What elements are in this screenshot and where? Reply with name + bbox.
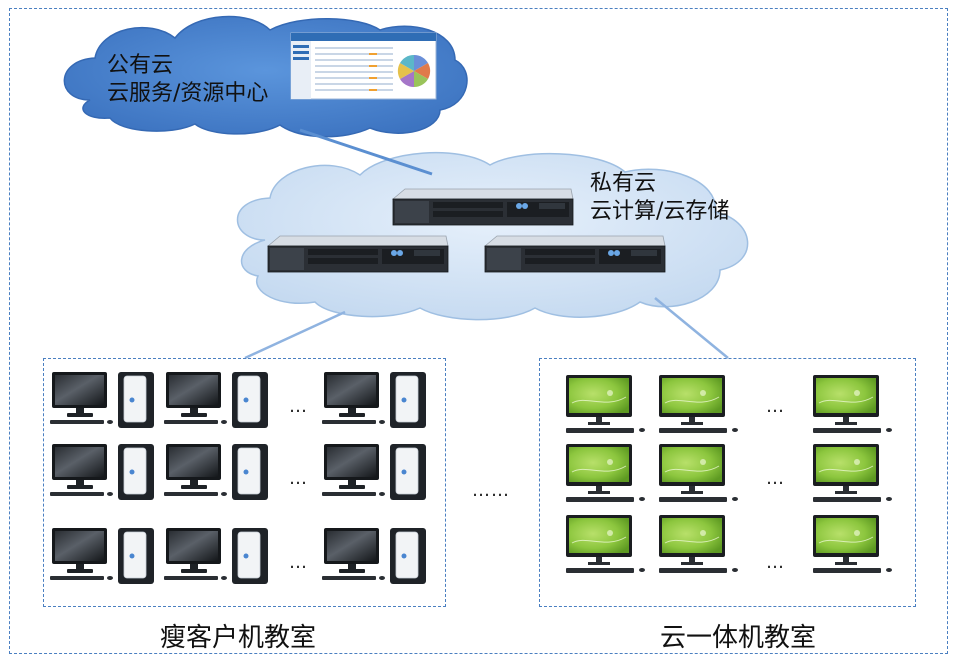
thin-row2-ellipsis: … bbox=[289, 468, 308, 489]
all-in-one-room-caption: 云一体机教室 bbox=[660, 623, 817, 653]
all-in-one-pc-icon bbox=[658, 374, 739, 434]
all-in-one-pc-icon bbox=[565, 374, 646, 434]
all-in-one-pc-icon bbox=[812, 443, 893, 503]
between-rooms-ellipsis: …… bbox=[472, 480, 510, 501]
all-in-one-pc-icon bbox=[658, 443, 739, 503]
thin-row3-ellipsis: … bbox=[289, 552, 308, 573]
outer-frame bbox=[9, 8, 948, 654]
public-cloud-subtitle: 云服务/资源中心 bbox=[107, 81, 269, 106]
all-in-one-pc-icon bbox=[812, 374, 893, 434]
private-cloud-subtitle: 云计算/云存储 bbox=[590, 199, 730, 224]
thin-client-room bbox=[43, 358, 446, 607]
connector-private-allinone bbox=[654, 297, 729, 359]
aio-row2-ellipsis: … bbox=[766, 468, 785, 489]
private-cloud-title: 私有云 bbox=[590, 171, 657, 196]
private-cloud-shape bbox=[236, 151, 749, 321]
public-cloud-title: 公有云 bbox=[107, 53, 174, 78]
dashboard-screenshot-icon bbox=[290, 32, 437, 100]
all-in-one-room bbox=[539, 358, 916, 607]
aio-row3-ellipsis: … bbox=[766, 552, 785, 573]
all-in-one-pc-icon bbox=[565, 514, 646, 574]
connector-private-thinclient bbox=[244, 310, 346, 360]
all-in-one-pc-icon bbox=[565, 443, 646, 503]
all-in-one-pc-icon bbox=[812, 514, 893, 574]
aio-row1-ellipsis: … bbox=[766, 396, 785, 417]
connector-public-private bbox=[299, 128, 433, 176]
thin-client-room-caption: 瘦客户机教室 bbox=[160, 623, 317, 653]
thin-row1-ellipsis: … bbox=[289, 396, 308, 417]
all-in-one-pc-icon bbox=[658, 514, 739, 574]
